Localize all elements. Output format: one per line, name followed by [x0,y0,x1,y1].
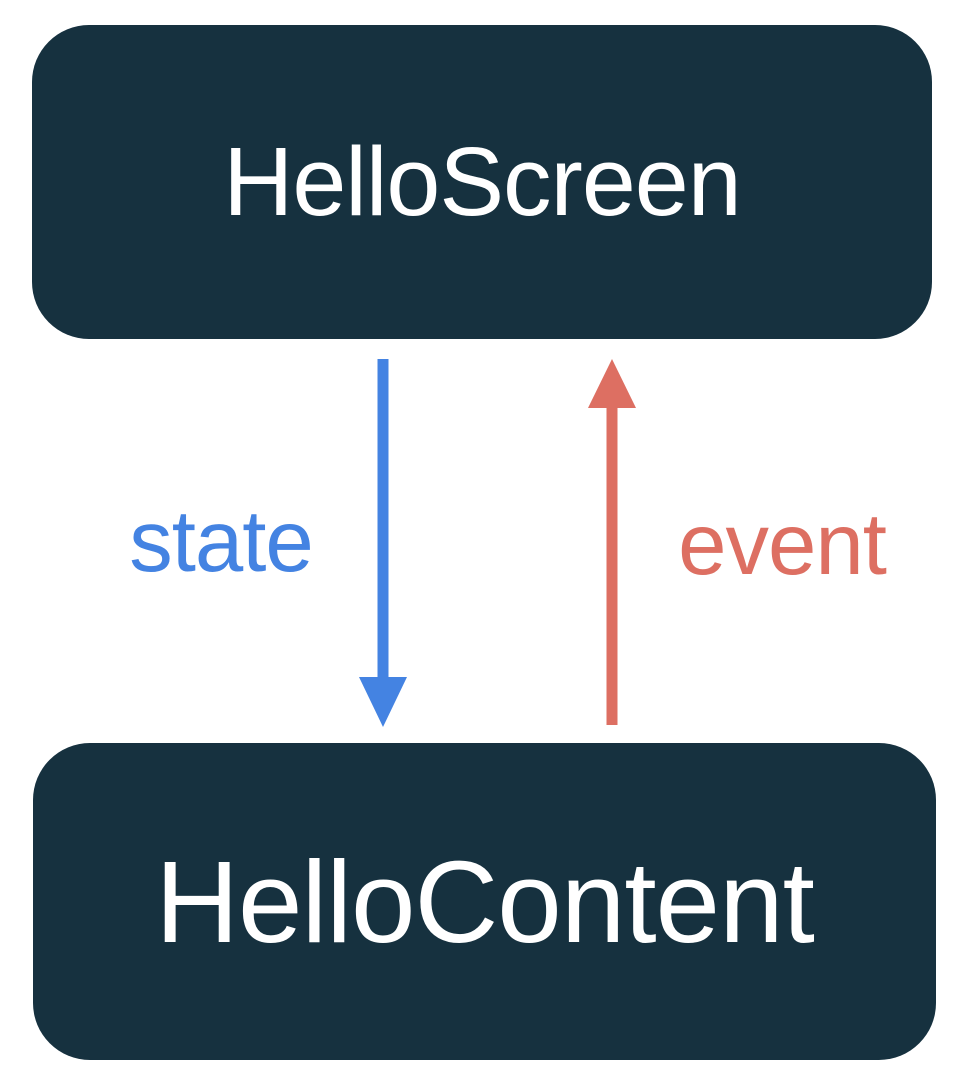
event-arrowhead [588,359,636,408]
state-arrow [359,359,407,727]
event-label: event [678,496,887,593]
hello-content-label: HelloContent [155,836,815,967]
state-label: state [129,493,314,590]
event-arrow [588,359,636,725]
hello-content-box: HelloContent [33,743,936,1060]
hello-screen-label: HelloScreen [223,127,741,236]
state-arrowhead [359,677,407,727]
hello-screen-box: HelloScreen [32,25,932,339]
